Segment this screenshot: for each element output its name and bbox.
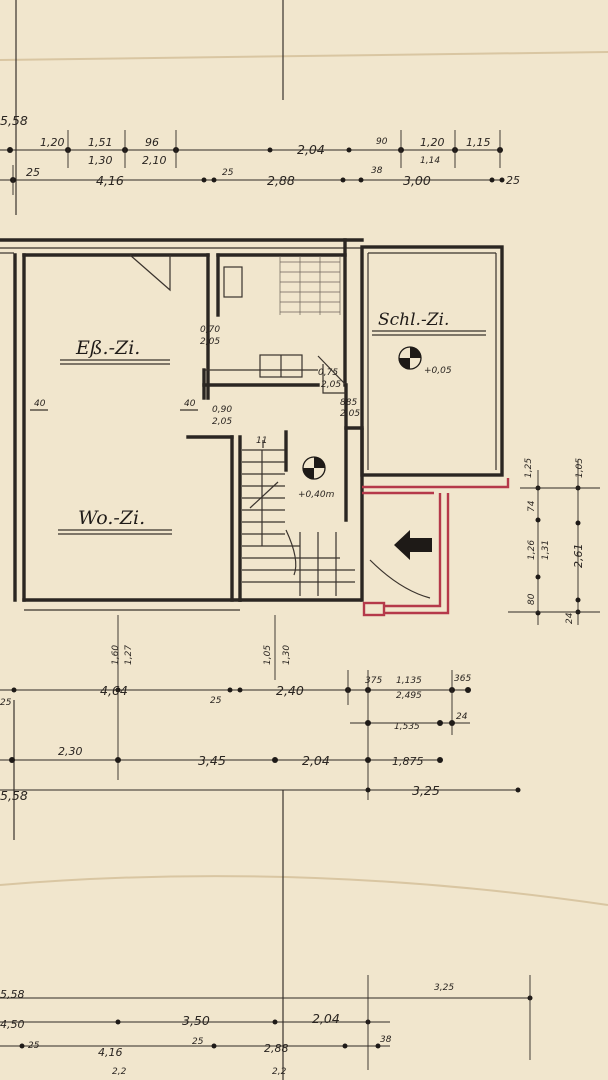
dim-top-sub-1: 2,10 — [142, 154, 167, 167]
dim-lower-row4-3: 2,88 — [264, 1042, 289, 1055]
dim-lower-row3-0: 4,50 — [0, 1018, 25, 1031]
dim-lower-row5-1: 2,2 — [272, 1067, 287, 1077]
paper-fold-top — [0, 51, 608, 61]
opening-hall-door-h: 2,05 — [212, 417, 232, 427]
entrance-arrow-icon — [394, 530, 432, 560]
dim-bottom-vert-3: 1,30 — [282, 645, 292, 665]
level-marker-icon-hall — [302, 456, 326, 480]
dim-top-row0-0: 5,58 — [0, 113, 28, 128]
dim-right-6: 80 — [527, 593, 537, 605]
dim-bottom-vert-0: 1,60 — [111, 645, 121, 665]
dim-bottom-row1-5: 1,135 — [396, 676, 422, 686]
dim-right-4: 1,31 — [541, 540, 551, 560]
top-dimension-chains — [0, 130, 505, 195]
dim-top-row2-6: 25 — [506, 174, 520, 187]
opening-left-b: 40 — [184, 399, 196, 409]
dim-bottom-vert-2: 1,05 — [263, 645, 273, 665]
room-label-bedroom: Schl.-Zi. — [378, 310, 449, 330]
dim-bottom-row2-0: 1,535 — [394, 722, 420, 732]
dim-bottom-row2-1: 24 — [456, 712, 468, 722]
dim-right-5: 2,61 — [572, 544, 585, 569]
dim-bottom-row1-0: 25 — [0, 698, 12, 708]
door-swings — [129, 254, 431, 599]
dim-lower-row3-2: 2,04 — [312, 1011, 340, 1026]
dim-lower-row2-0: 5,58 — [0, 988, 25, 1001]
dim-bottom-row1-1: 4,64 — [100, 683, 128, 698]
dim-top-row1-1: 1,51 — [88, 136, 113, 149]
dim-bottom-row1-6: 2,495 — [396, 691, 422, 701]
dim-top-row1-5: 1,20 — [420, 136, 445, 149]
dim-bottom-row3-3: 1,875 — [392, 755, 424, 768]
dim-top-row1-3: 2,04 — [297, 142, 325, 157]
dim-bottom-row1-7: 365 — [454, 674, 471, 684]
dim-top-row2-2: 25 — [222, 168, 234, 178]
opening-hall-door-w: 0,90 — [212, 405, 232, 415]
dim-top-row1-6: 1,15 — [466, 136, 491, 149]
dim-top-sub-0: 1,30 — [88, 154, 113, 167]
dim-top-row2-4: 38 — [371, 166, 383, 176]
dim-bottom-row1-4: 375 — [365, 676, 382, 686]
dim-lower-row4-0: 25 — [28, 1041, 40, 1051]
annex-outline — [362, 478, 510, 617]
opening-kitchen-door-w: 0,70 — [200, 325, 220, 335]
dim-bottom-row4-1: 3,25 — [412, 783, 440, 798]
dim-bottom-row1-3: 2,40 — [276, 683, 304, 698]
dim-bottom-row1-2: 25 — [210, 696, 222, 706]
dim-top-row1-4: 90 — [376, 137, 388, 147]
staircase — [242, 440, 355, 596]
dim-right-1: 1,05 — [575, 458, 585, 478]
dim-right-7: 24 — [565, 612, 575, 624]
dim-bottom-row3-0: 2,30 — [58, 745, 83, 758]
floor-plan-walls — [0, 238, 504, 611]
dim-top-row2-0: 25 — [26, 166, 40, 179]
dim-right-3: 1,26 — [527, 540, 537, 560]
room-label-living: Wo.-Zi. — [78, 507, 145, 529]
level-hall: +0,40m — [298, 490, 335, 500]
dim-top-row2-5: 3,00 — [403, 173, 431, 188]
room-label-dining: Eß.-Zi. — [75, 337, 140, 359]
dim-lower-row4-4: 38 — [380, 1035, 392, 1045]
dim-lower-row5-0: 2,2 — [112, 1067, 127, 1077]
dim-lower-row1-0: 3,25 — [434, 983, 454, 993]
dim-top-row2-1: 4,16 — [96, 173, 124, 188]
dim-bottom-row4-0: 5,58 — [0, 788, 28, 803]
dim-top-row1-0: 1,20 — [40, 136, 65, 149]
opening-window-a: 0,75 — [318, 368, 338, 378]
opening-sill-b: 2,05 — [340, 409, 360, 419]
dim-bottom-row3-2: 2,04 — [302, 753, 330, 768]
level-marker-icon — [398, 346, 422, 370]
opening-kitchen-door-h: 2,05 — [200, 337, 220, 347]
right-dimension-chain — [508, 460, 600, 625]
dim-right-0: 1,25 — [524, 458, 534, 478]
bottom-dimension-chains — [0, 615, 521, 800]
stair-count: 11 — [256, 436, 267, 446]
dim-top-row1-2: 96 — [145, 136, 159, 149]
paper-fold — [0, 875, 608, 906]
dim-bottom-row3-1: 3,45 — [198, 753, 226, 768]
level-bedroom: +0,05 — [424, 366, 452, 376]
dim-top-sub-2: 1,14 — [420, 156, 440, 166]
dim-lower-row4-2: 25 — [192, 1037, 204, 1047]
dim-right-2: 74 — [527, 500, 537, 512]
opening-window-b: 2,05 — [321, 380, 341, 390]
opening-left-a: 40 — [34, 399, 46, 409]
dim-lower-row3-1: 3,50 — [182, 1013, 210, 1028]
lower-dimension-chains — [0, 975, 533, 1070]
opening-sill-a: 885 — [340, 398, 357, 408]
dim-bottom-vert-1: 1,27 — [124, 645, 134, 665]
dim-top-row2-3: 2,88 — [267, 173, 295, 188]
dim-lower-row4-1: 4,16 — [98, 1046, 123, 1059]
kitchen-counter — [223, 256, 341, 378]
